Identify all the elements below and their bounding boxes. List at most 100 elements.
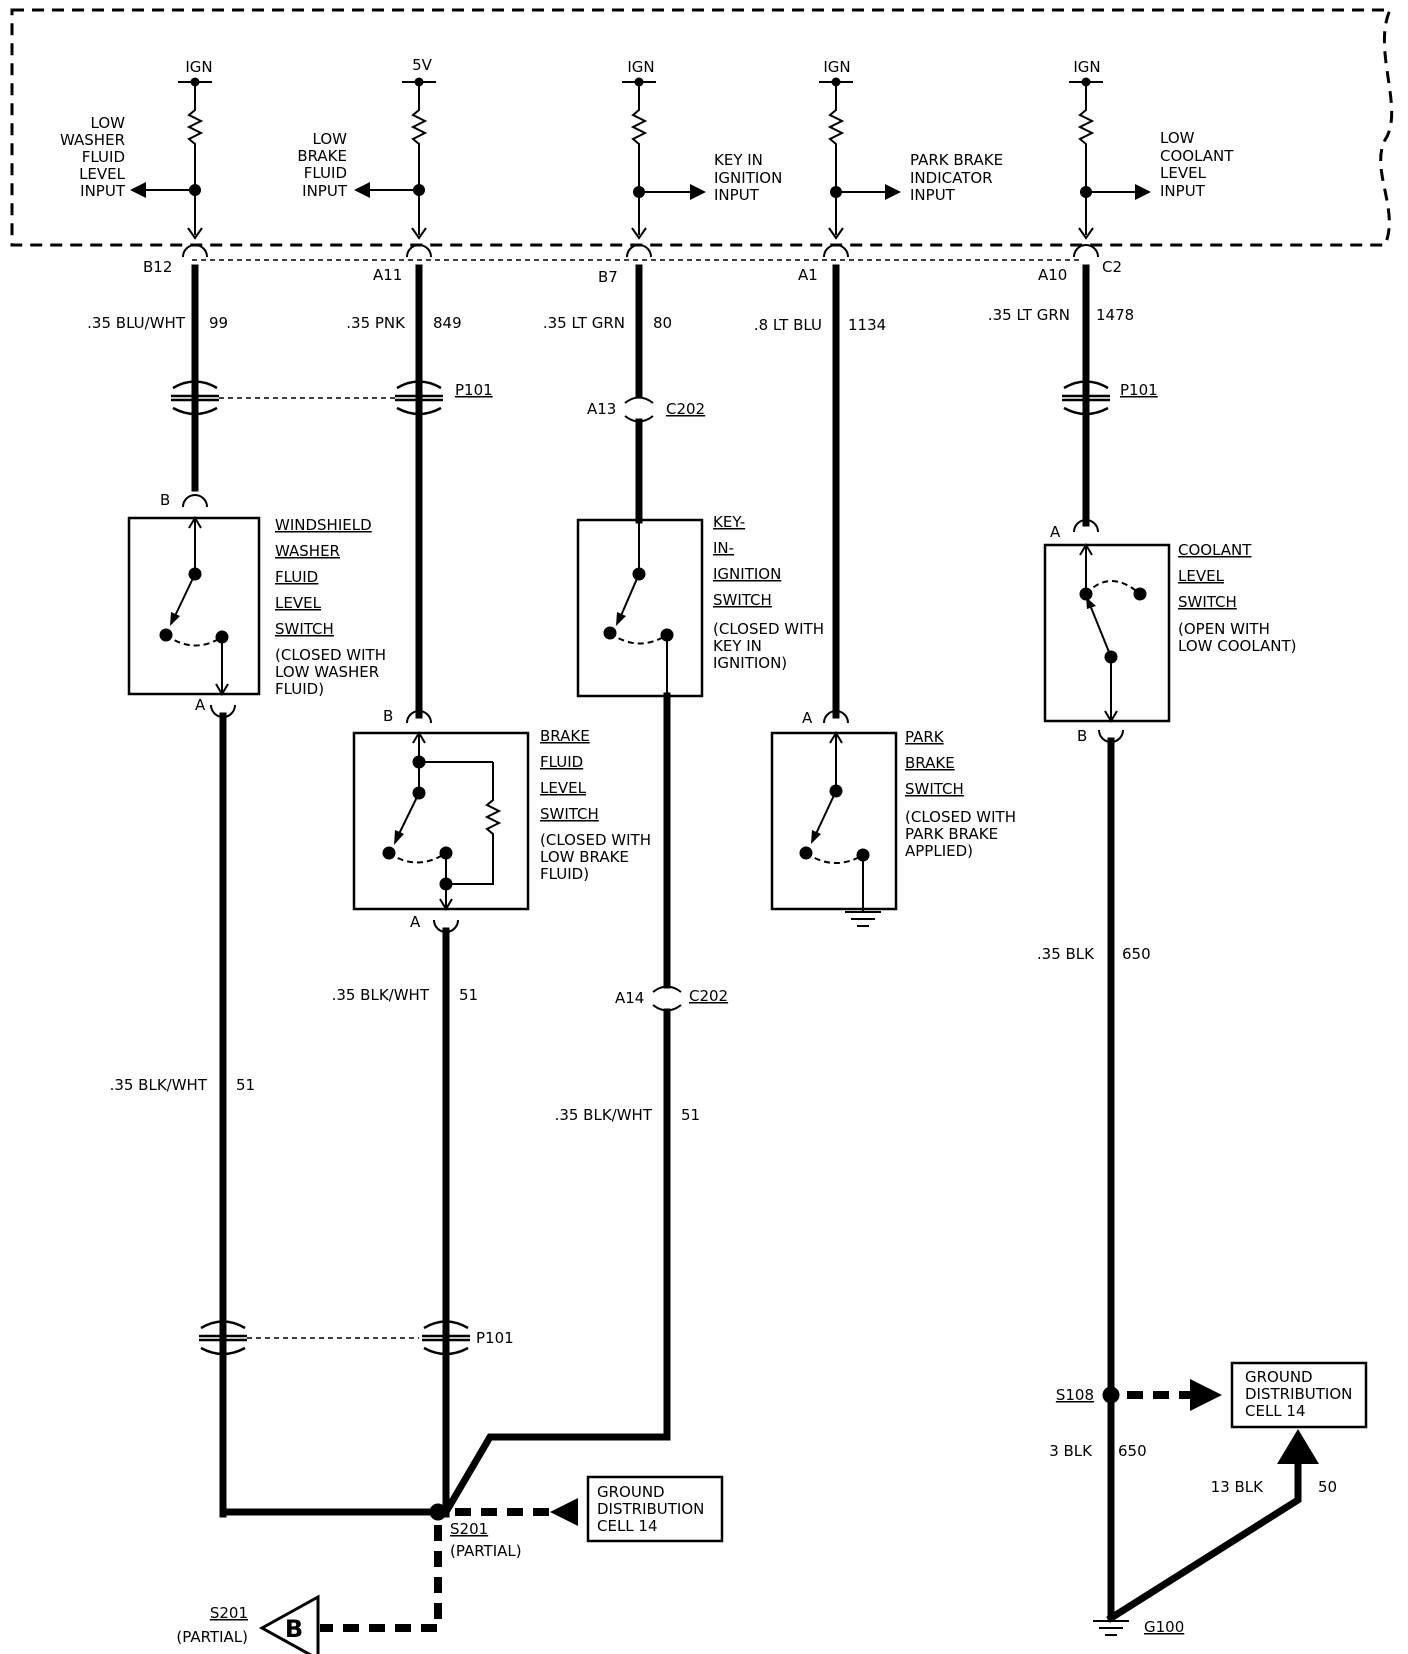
svg-text:PARK: PARK xyxy=(905,728,945,746)
module-boundary xyxy=(10,8,1394,247)
washer-switch-title: WINDSHIELD WASHER FLUID LEVEL SWITCH xyxy=(275,516,372,638)
svg-text:COOLANT: COOLANT xyxy=(1178,541,1252,559)
svg-text:KEY-: KEY- xyxy=(713,513,745,531)
park-ground-symbol xyxy=(845,911,881,927)
svg-text:LEVEL: LEVEL xyxy=(1178,567,1225,585)
ground-dist-box-2 xyxy=(1230,1361,1368,1429)
svg-text:CELL 14: CELL 14 xyxy=(1245,1402,1306,1420)
pin-c2: C2 xyxy=(1102,258,1122,276)
park-pin-a: A xyxy=(802,709,813,727)
svg-text:BRAKE: BRAKE xyxy=(905,754,955,772)
washer-pin-b-cavity xyxy=(182,494,208,508)
svg-text:BRAKE: BRAKE xyxy=(297,147,347,165)
coolant-switch-note: (OPEN WITH LOW COOLANT) xyxy=(1178,620,1297,655)
s201-ref-partial: (PARTIAL) xyxy=(176,1628,248,1646)
svg-text:IGNITION: IGNITION xyxy=(713,565,781,583)
s108-down-number: 650 xyxy=(1118,1442,1147,1460)
p101-connector-1 xyxy=(171,380,219,416)
ref-b-letter: B xyxy=(285,1615,303,1643)
s108-label: S108 xyxy=(1056,1386,1094,1404)
svg-text:FLUID: FLUID xyxy=(304,164,347,182)
module-circuit-1 xyxy=(130,77,212,258)
svg-text:KEY IN: KEY IN xyxy=(713,637,762,655)
circuit-99-number: 99 xyxy=(209,314,228,332)
ref-b-triangle xyxy=(258,1594,320,1654)
svg-text:(CLOSED WITH: (CLOSED WITH xyxy=(275,646,386,664)
s201-ref-label: S201 xyxy=(210,1604,248,1622)
key-switch-contacts xyxy=(603,520,674,696)
circuit-80-number: 80 xyxy=(653,314,672,332)
svg-text:(CLOSED WITH: (CLOSED WITH xyxy=(905,808,1016,826)
ground-dist-text-2: GROUND DISTRIBUTION CELL 14 xyxy=(1245,1368,1352,1420)
brake-switch-box xyxy=(352,731,530,911)
lower-coolant-number: 650 xyxy=(1122,945,1151,963)
lower-key-wire: .35 BLK/WHT xyxy=(555,1106,653,1124)
s201-arrow xyxy=(550,1498,578,1526)
svg-text:INPUT: INPUT xyxy=(714,186,760,204)
wire-51-key xyxy=(441,1008,671,1517)
svg-text:LEVEL: LEVEL xyxy=(1160,164,1207,182)
svg-text:COOLANT: COOLANT xyxy=(1160,147,1234,165)
brake-pin-b-cavity xyxy=(406,710,432,724)
svg-text:INPUT: INPUT xyxy=(1160,182,1206,200)
svg-text:LEVEL: LEVEL xyxy=(79,165,126,183)
lower-brake-number: 51 xyxy=(459,986,478,1004)
module-circuit-2 xyxy=(354,77,436,258)
park-switch-title: PARK BRAKE SWITCH xyxy=(905,728,964,798)
coolant-switch-box xyxy=(1043,543,1171,723)
svg-text:WASHER: WASHER xyxy=(275,542,340,560)
circuit-1478-number: 1478 xyxy=(1096,306,1134,324)
circuit-849-number: 849 xyxy=(433,314,462,332)
svg-text:INDICATOR: INDICATOR xyxy=(910,169,993,187)
svg-text:LOW: LOW xyxy=(313,130,348,148)
svg-text:(CLOSED WITH: (CLOSED WITH xyxy=(540,831,651,849)
s201-splice-dot xyxy=(429,1503,447,1521)
p101-connector-lower-1 xyxy=(199,1320,247,1356)
s201-dash-down xyxy=(320,1525,442,1632)
coolant-pin-a-cavity xyxy=(1073,519,1099,533)
svg-text:GROUND: GROUND xyxy=(597,1483,665,1501)
washer-switch-contacts xyxy=(159,516,229,696)
lower-key-number: 51 xyxy=(681,1106,700,1124)
c202-connector-lower xyxy=(652,985,682,1012)
brake-switch-note: (CLOSED WITH LOW BRAKE FLUID) xyxy=(540,831,651,883)
p101-connector-2 xyxy=(395,380,443,416)
circuit-80-wire: .35 LT GRN xyxy=(543,314,625,332)
svg-text:APPLIED): APPLIED) xyxy=(905,842,973,860)
svg-text:WINDSHIELD: WINDSHIELD xyxy=(275,516,372,534)
a14-label: A14 xyxy=(615,989,644,1007)
pin-a11: A11 xyxy=(373,266,402,284)
park-pin-a-cavity xyxy=(823,710,849,724)
coolant-pin-a: A xyxy=(1050,523,1061,541)
module-circuit-4 xyxy=(819,77,901,258)
svg-text:LOW: LOW xyxy=(91,114,126,132)
supply-label-1: IGN xyxy=(185,58,212,76)
svg-text:LOW COOLANT): LOW COOLANT) xyxy=(1178,637,1297,655)
svg-text:FLUID: FLUID xyxy=(540,753,583,771)
svg-text:INPUT: INPUT xyxy=(910,186,956,204)
svg-text:SWITCH: SWITCH xyxy=(1178,593,1237,611)
input-label-park: PARK BRAKE INDICATOR INPUT xyxy=(910,151,1003,204)
svg-text:SWITCH: SWITCH xyxy=(905,780,964,798)
p101-connector-3 xyxy=(1062,380,1110,416)
svg-text:FLUID: FLUID xyxy=(82,148,125,166)
svg-text:DISTRIBUTION: DISTRIBUTION xyxy=(597,1500,704,1518)
supply-label-5: IGN xyxy=(1073,58,1100,76)
input-label-key: KEY IN IGNITION INPUT xyxy=(714,151,782,204)
washer-pin-a: A xyxy=(195,696,206,714)
svg-text:PARK BRAKE: PARK BRAKE xyxy=(910,151,1003,169)
lower-coolant-wire: .35 BLK xyxy=(1037,945,1095,963)
pin-b12: B12 xyxy=(143,258,172,276)
p101-connector-lower-2 xyxy=(422,1320,470,1356)
c202-label-lower: C202 xyxy=(689,987,728,1005)
svg-text:KEY IN: KEY IN xyxy=(714,151,763,169)
circuit-849-wire: .35 PNK xyxy=(346,314,406,332)
park-switch-contacts xyxy=(799,731,870,912)
key-switch-note: (CLOSED WITH KEY IN IGNITION) xyxy=(713,620,824,672)
svg-text:LOW WASHER: LOW WASHER xyxy=(275,663,379,681)
brake-switch-contacts xyxy=(382,731,502,911)
g100-branch-wire: 13 BLK xyxy=(1211,1478,1265,1496)
lower-brake-wire: .35 BLK/WHT xyxy=(332,986,430,1004)
svg-text:IN-: IN- xyxy=(713,539,734,557)
